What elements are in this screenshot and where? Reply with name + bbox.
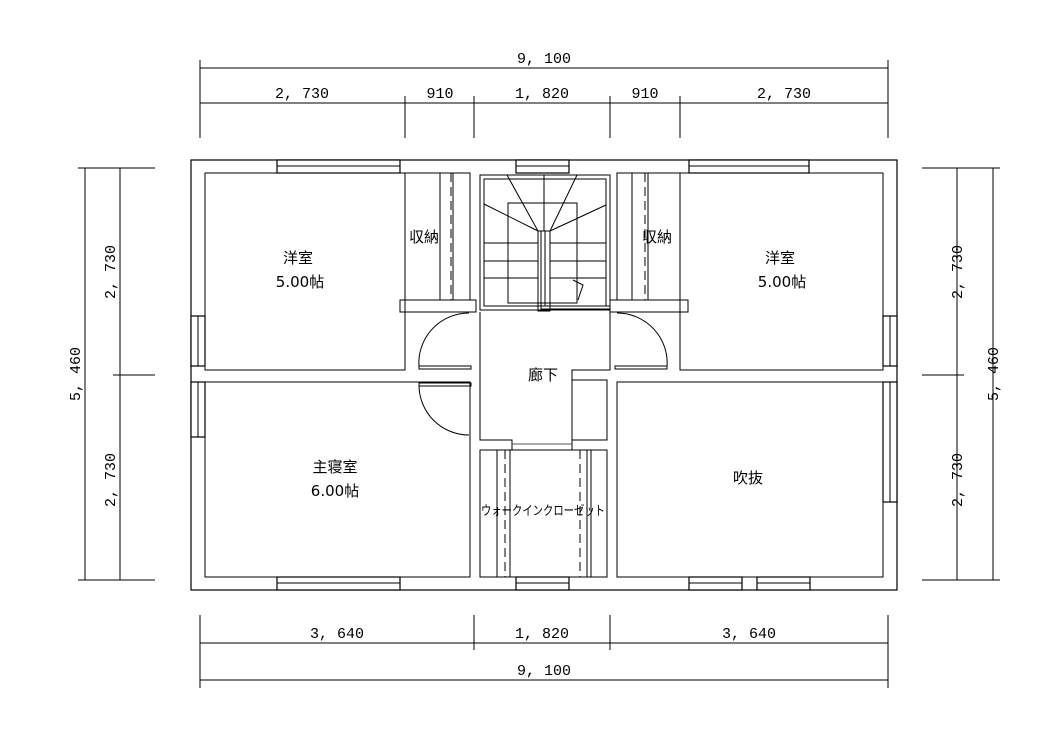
room-walk-in-closet: ウォークインクローゼット <box>481 504 605 519</box>
doors <box>418 312 668 436</box>
room-master-bedroom-area: 6.00帖 <box>311 482 359 500</box>
dim-bottom-1: 3, 640 <box>310 626 364 643</box>
room-master-bedroom-name: 主寝室 <box>312 458 357 476</box>
windows <box>190 159 898 591</box>
dim-right-total: 5, 460 <box>986 347 1003 401</box>
left-dimensions: 5, 460 2, 730 2, 730 <box>68 167 155 581</box>
dim-bottom-2: 1, 820 <box>515 626 569 643</box>
room-hallway: 廊下 <box>528 366 558 384</box>
room-storage-right: 収納 <box>642 228 672 246</box>
room-atrium: 吹抜 <box>733 469 763 487</box>
room-western-left-area: 5.00帖 <box>276 273 324 291</box>
dim-top-4: 910 <box>631 86 658 103</box>
dim-bottom-3: 3, 640 <box>722 626 776 643</box>
dim-right-2: 2, 730 <box>950 453 967 507</box>
dim-bottom-total: 9, 100 <box>517 663 571 680</box>
bottom-dimensions: 3, 640 1, 820 3, 640 9, 100 <box>199 615 889 688</box>
room-western-left-name: 洋室 <box>283 249 313 267</box>
dim-right-1: 2, 730 <box>950 245 967 299</box>
dim-left-total: 5, 460 <box>68 347 85 401</box>
room-western-right-area: 5.00帖 <box>758 273 806 291</box>
staircase <box>479 174 611 312</box>
top-dimensions: 9, 100 2, 730 910 1, 820 910 2, 730 <box>199 51 889 138</box>
dim-top-2: 910 <box>426 86 453 103</box>
right-dimensions: 2, 730 2, 730 5, 460 <box>922 167 1003 581</box>
room-storage-left: 収納 <box>409 228 439 246</box>
dim-top-total: 9, 100 <box>517 51 571 68</box>
dim-left-1: 2, 730 <box>103 245 120 299</box>
dim-top-3: 1, 820 <box>515 86 569 103</box>
room-western-right-name: 洋室 <box>765 249 795 267</box>
dim-top-5: 2, 730 <box>757 86 811 103</box>
walls <box>190 159 898 591</box>
dim-top-1: 2, 730 <box>275 86 329 103</box>
dim-left-2: 2, 730 <box>103 453 120 507</box>
